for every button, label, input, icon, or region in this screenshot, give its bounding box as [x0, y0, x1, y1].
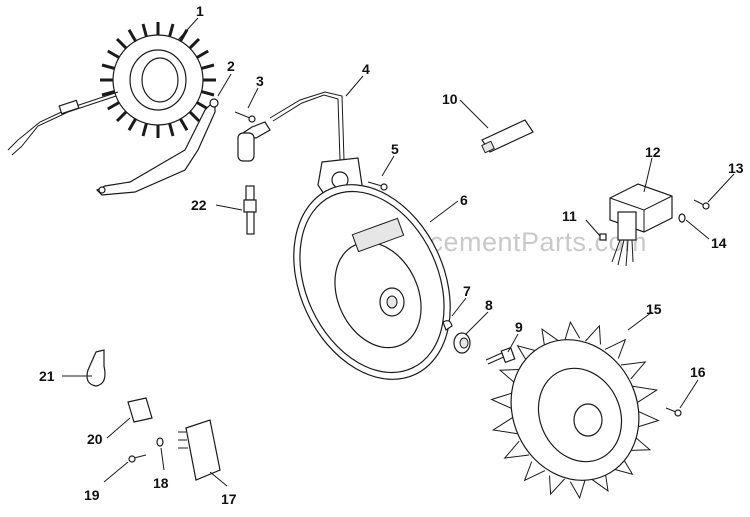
- part-7-key[interactable]: [442, 320, 453, 331]
- stator-tooth: [101, 90, 115, 97]
- callouts: 1 2 3 4 5 6 7 8 9 10 11 12 13 14 15 16 1…: [39, 3, 744, 507]
- stator-tooth: [101, 63, 115, 70]
- part-12-rectifier[interactable]: [609, 183, 673, 267]
- part-2-bracket[interactable]: [95, 98, 219, 196]
- callout-14: 14: [711, 235, 727, 251]
- callout-20: 20: [87, 431, 103, 447]
- part-20-connector-block[interactable]: [127, 397, 153, 423]
- callout-12: 12: [645, 144, 661, 160]
- part-22-spark-plug[interactable]: [243, 185, 257, 235]
- part-16-screw[interactable]: [665, 407, 682, 417]
- callout-1: 1: [196, 3, 204, 19]
- fan-blade: [585, 324, 601, 345]
- stator-tooth: [168, 23, 175, 37]
- callout-18: 18: [153, 475, 169, 491]
- part-5-screw[interactable]: [367, 181, 388, 191]
- stator-tooth: [141, 123, 148, 137]
- callout-17: 17: [221, 491, 237, 507]
- fan-blade: [564, 320, 581, 342]
- stator-tooth: [107, 101, 120, 111]
- fan-blade: [490, 391, 516, 411]
- stator-tooth: [168, 123, 175, 137]
- part-4-ignition-module[interactable]: [237, 91, 363, 201]
- part-10-connector[interactable]: [481, 119, 534, 154]
- part-19-screw[interactable]: [128, 454, 147, 463]
- part-8-washer[interactable]: [453, 332, 471, 354]
- callout-11: 11: [562, 208, 577, 224]
- part-15-fan[interactable]: [488, 319, 661, 502]
- callout-9: 9: [515, 319, 523, 335]
- stator-tooth: [188, 110, 201, 123]
- part-18-washer[interactable]: [156, 437, 164, 447]
- callout-10: 10: [442, 91, 458, 107]
- part-11-clip[interactable]: [599, 233, 607, 241]
- fan-blade: [604, 338, 627, 359]
- stator-tooth: [115, 110, 128, 123]
- callout-7: 7: [463, 283, 471, 299]
- part-3-screw[interactable]: [234, 111, 256, 123]
- part-1-stator[interactable]: [7, 22, 216, 156]
- stator-tooth: [127, 118, 137, 131]
- callout-6: 6: [460, 192, 468, 208]
- callout-16: 16: [690, 364, 706, 380]
- fan-blade: [620, 361, 647, 380]
- stator-tooth: [201, 90, 215, 97]
- fan-blade: [523, 461, 546, 482]
- fan-blade: [491, 416, 519, 435]
- part-9-bolt[interactable]: [485, 346, 516, 365]
- part-21-clamp[interactable]: [86, 349, 106, 387]
- callout-22: 22: [191, 197, 207, 213]
- fan-blade: [631, 385, 659, 404]
- fan-blade: [569, 478, 586, 500]
- callout-13: 13: [728, 160, 744, 176]
- callout-15: 15: [646, 301, 662, 317]
- leader-lines: [62, 17, 735, 487]
- stator-tooth: [127, 29, 137, 42]
- stator-tooth: [179, 118, 189, 131]
- stator-tooth: [201, 63, 215, 70]
- part-14-washer[interactable]: [678, 213, 686, 223]
- part-17-regulator[interactable]: [178, 419, 221, 481]
- callout-2: 2: [227, 58, 235, 74]
- callout-5: 5: [391, 141, 399, 157]
- fan-blade: [634, 409, 660, 429]
- stator-tooth: [141, 23, 148, 37]
- callout-4: 4: [362, 61, 370, 77]
- callout-21: 21: [39, 368, 55, 384]
- fan-blade: [549, 475, 565, 496]
- part-6-flywheel[interactable]: [264, 159, 481, 405]
- callout-3: 3: [256, 73, 264, 89]
- stator-tooth: [188, 37, 201, 50]
- callout-8: 8: [485, 297, 493, 313]
- stator-tooth: [107, 49, 120, 59]
- part-13-screw[interactable]: [693, 199, 710, 210]
- stator-tooth: [115, 37, 128, 50]
- callout-19: 19: [84, 487, 100, 503]
- fan-blade: [503, 440, 530, 459]
- stator-tooth: [196, 49, 209, 59]
